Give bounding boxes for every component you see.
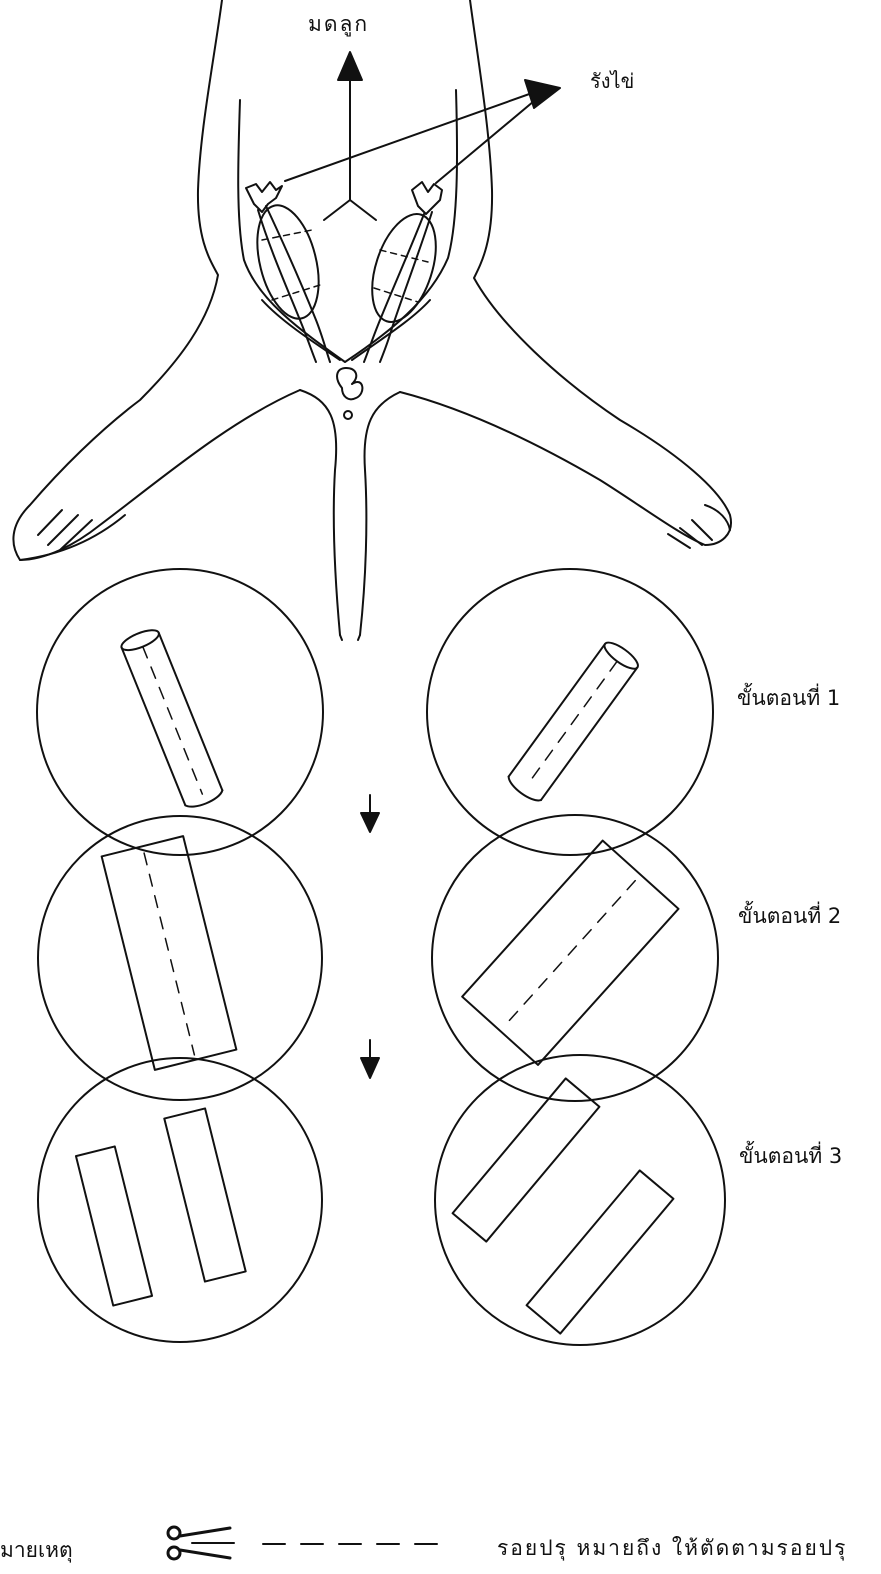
genital-opening: [337, 368, 362, 419]
arrow-down-icon: [361, 813, 379, 832]
arrow-down-icon: [361, 1058, 379, 1078]
step-arrow-2: [361, 1040, 379, 1078]
step2-right-dish: [432, 815, 718, 1101]
step-label-3: ขั้นตอนที่ 3: [739, 1140, 842, 1173]
note-label: มายเหตุ: [0, 1534, 73, 1567]
scissors-icon: [168, 1527, 234, 1559]
step1-left-dish: [37, 569, 323, 855]
step-arrow-1: [361, 795, 379, 832]
uterus-arrow: [338, 52, 362, 155]
note-text: รอยปรุ หมายถึง ให้ตัดตามรอยปรุ: [497, 1532, 847, 1565]
arrow-up-icon: [338, 52, 362, 80]
step1-right-dish: [427, 569, 713, 855]
step-label-2: ขั้นตอนที่ 2: [738, 900, 841, 933]
step-label-1: ขั้นตอนที่ 1: [737, 682, 840, 715]
right-ovary: [360, 182, 448, 362]
ovary-arrows: [285, 80, 560, 183]
left-ovary: [246, 182, 330, 362]
uterus-label: มดลูก: [308, 8, 369, 41]
ovary-label: รังไข่: [590, 65, 634, 97]
step3-right-dish: [435, 1055, 725, 1345]
